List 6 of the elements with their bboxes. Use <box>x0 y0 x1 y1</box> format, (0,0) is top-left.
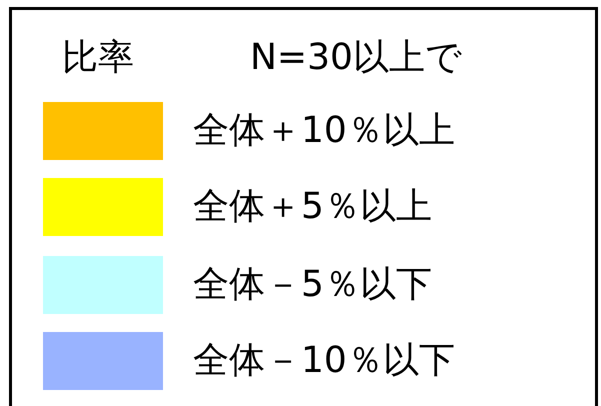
legend-label: 全体－5％以下 <box>193 263 432 307</box>
legend-label: 全体＋5％以上 <box>193 185 432 229</box>
legend-note: N=30以上で <box>250 36 462 80</box>
legend-title: 比率 <box>62 36 134 80</box>
legend-label: 全体－10％以下 <box>193 339 455 383</box>
legend-label: 全体＋10％以上 <box>193 109 455 153</box>
